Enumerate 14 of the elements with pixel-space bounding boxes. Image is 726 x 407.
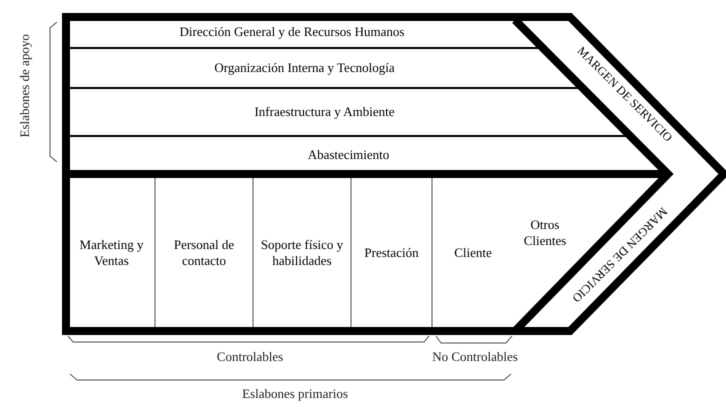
primary-activity-label: Prestación [364, 244, 419, 262]
primary-activity-label: Otros Clientes [522, 216, 568, 250]
support-activity-label: Infraestructura y Ambiente [254, 104, 395, 120]
primary-activity-label: Cliente [454, 244, 492, 262]
support-activity-label: Organización Interna y Tecnología [214, 60, 395, 76]
support-activity-label: Dirección General y de Recursos Humanos [180, 24, 404, 41]
support-activity-label: Abastecimiento [308, 146, 390, 164]
bracket-label: Controlables [216, 349, 284, 365]
bracket-label: No Controlables [431, 349, 519, 365]
primary-activity-label: Personal de contacto [172, 236, 236, 270]
primary-activity-label: Soporte físico y habilidades [260, 236, 344, 270]
bracket-label: Eslabones primarios [241, 386, 349, 402]
bracket-label: Eslabones de apoyo [17, 33, 33, 140]
primary-activity-label: Marketing y Ventas [78, 236, 144, 270]
